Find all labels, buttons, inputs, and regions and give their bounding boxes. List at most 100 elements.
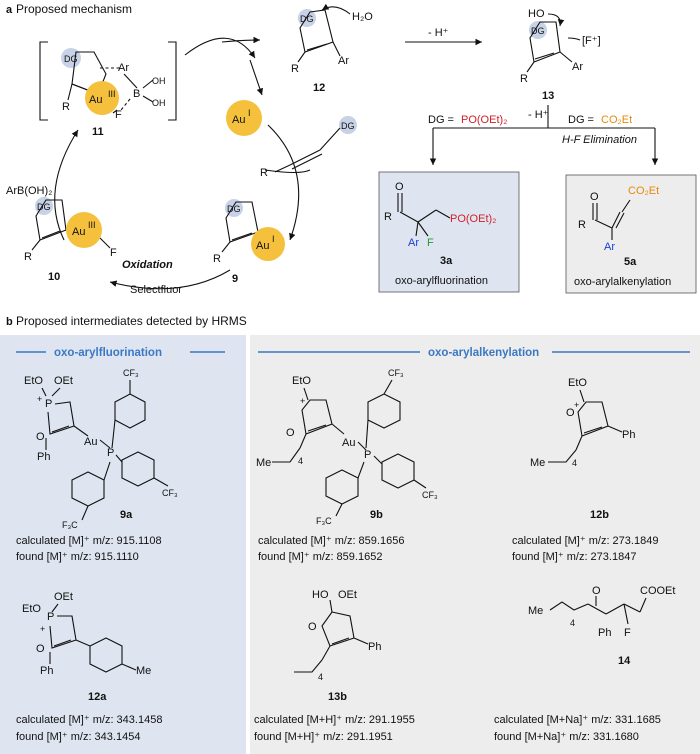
cycle-arrow-right	[267, 124, 300, 241]
svg-text:OEt: OEt	[54, 591, 73, 603]
product-box-3a: O R PO(OEt)₂ Ar F 3a oxo-arylfluorinatio…	[378, 171, 520, 293]
svg-text:10: 10	[48, 271, 60, 283]
svg-text:Ar: Ar	[118, 62, 129, 74]
svg-text:4: 4	[572, 458, 577, 468]
svg-text:+: +	[574, 400, 579, 410]
12a-found: found [M]⁺ m/z: 343.1454	[16, 731, 140, 743]
cycle-arrow-to-au	[249, 59, 263, 96]
svg-text:3a: 3a	[440, 255, 453, 267]
13b-found: found [M+H]⁺ m/z: 291.1951	[254, 731, 393, 743]
svg-text:Au: Au	[342, 437, 355, 449]
svg-text:4: 4	[570, 618, 575, 628]
arrow-alkyne-in	[264, 169, 311, 174]
svg-text:F: F	[427, 237, 434, 249]
right-panel-bg	[250, 335, 700, 754]
svg-text:III: III	[108, 89, 116, 99]
svg-text:DG: DG	[531, 26, 545, 36]
svg-text:I: I	[248, 108, 251, 118]
cycle-arrow-11-to-12	[184, 37, 256, 59]
product-box-5a: O R CO₂Et Ar 5a oxo-arylalkenylation	[565, 174, 697, 294]
svg-text:DG: DG	[37, 202, 51, 212]
right-header: oxo-arylalkenylation	[428, 347, 539, 359]
compound-13: HO DG Ar R [F⁺] 13	[520, 8, 601, 102]
svg-text:EtO: EtO	[22, 603, 41, 615]
svg-text:Au: Au	[232, 114, 245, 126]
svg-text:Au: Au	[72, 226, 85, 238]
compound-11: DG Au III R Ar B OH OH F 11	[39, 41, 177, 138]
9b-calc: calculated [M]⁺ m/z: 859.1656	[258, 535, 404, 547]
svg-text:13: 13	[542, 90, 554, 102]
svg-text:EtO: EtO	[568, 377, 587, 389]
compound-9b: EtO + O Au Me 4 P CF₃ CF₃ F₃C 9b	[256, 368, 438, 526]
left-panel-bg	[0, 335, 246, 754]
compound-9: DG Au I R 9	[213, 199, 285, 285]
svg-text:HO: HO	[312, 589, 329, 601]
svg-text:DG: DG	[341, 121, 355, 131]
compound-13b: HO OEt O Ph 4 13b	[294, 589, 381, 703]
svg-text:CO₂Et: CO₂Et	[628, 185, 659, 197]
svg-text:P: P	[107, 447, 114, 459]
svg-text:Ph: Ph	[37, 451, 50, 463]
svg-text:I: I	[272, 234, 275, 244]
svg-text:CF₃: CF₃	[388, 368, 404, 378]
compound-12b: EtO + O Ph Me 4 12b	[530, 377, 635, 521]
au-i-catalyst: Au I	[226, 100, 262, 136]
svg-text:R: R	[520, 73, 528, 85]
svg-text:R: R	[578, 219, 586, 231]
alkyne-substrate: DG R	[260, 116, 357, 179]
svg-text:Au: Au	[89, 94, 102, 106]
svg-text:F: F	[624, 627, 631, 639]
svg-text:O: O	[286, 427, 295, 439]
svg-text:4: 4	[318, 672, 323, 682]
svg-text:12b: 12b	[590, 509, 609, 521]
panel-a-label: a	[6, 4, 13, 16]
svg-text:Au: Au	[256, 240, 269, 252]
compound-12a: OEt EtO P + O Ph Me 12a	[22, 591, 151, 703]
svg-text:+: +	[300, 396, 305, 406]
svg-text:R: R	[24, 251, 32, 263]
hf-elimination-label: H-F Elimination	[562, 134, 637, 146]
svg-text:DG: DG	[64, 54, 78, 64]
svg-text:CF₃: CF₃	[123, 368, 139, 378]
oxidation-label: Oxidation	[122, 259, 173, 271]
arboh2-label: ArB(OH)₂	[6, 185, 52, 197]
dg-po-label: DG = PO(OEt)₂	[428, 114, 507, 126]
svg-text:B: B	[133, 88, 140, 100]
svg-text:Ph: Ph	[368, 641, 381, 653]
svg-text:Me: Me	[256, 457, 271, 469]
svg-text:Me: Me	[136, 665, 151, 677]
svg-text:DG =: DG =	[428, 114, 454, 126]
svg-text:O: O	[36, 643, 45, 655]
svg-text:Ar: Ar	[572, 61, 583, 73]
svg-text:EtO: EtO	[24, 375, 43, 387]
svg-text:R: R	[62, 101, 70, 113]
dg-co-label: DG = CO₂Et	[568, 114, 632, 126]
svg-text:COOEt: COOEt	[640, 585, 675, 597]
svg-text:oxo-arylfluorination: oxo-arylfluorination	[395, 275, 488, 287]
svg-text:9: 9	[232, 273, 238, 285]
svg-text:OH: OH	[152, 76, 166, 86]
svg-text:R: R	[213, 253, 221, 265]
svg-text:F₃C: F₃C	[316, 516, 332, 526]
svg-text:H₂O: H₂O	[352, 11, 373, 23]
svg-text:PO(OEt)₂: PO(OEt)₂	[450, 213, 496, 225]
svg-text:Ph: Ph	[622, 429, 635, 441]
svg-text:12a: 12a	[88, 691, 107, 703]
svg-text:O: O	[36, 431, 45, 443]
svg-text:Ar: Ar	[408, 237, 419, 249]
svg-text:O: O	[592, 585, 601, 597]
12b-calc: calculated [M]⁺ m/z: 273.1849	[512, 535, 658, 547]
svg-text:Me: Me	[530, 457, 545, 469]
compound-9a: EtO OEt P + O Au Ph P CF₃ CF₃ F₃C 9a	[24, 368, 178, 530]
svg-text:oxo-arylalkenylation: oxo-arylalkenylation	[574, 276, 671, 288]
arrow-to-12	[221, 36, 261, 44]
svg-text:OEt: OEt	[338, 589, 357, 601]
svg-text:O: O	[395, 181, 404, 193]
svg-text:CO₂Et: CO₂Et	[601, 114, 632, 126]
panel-b-label: b	[6, 316, 13, 328]
svg-text:O: O	[566, 407, 575, 419]
9b-found: found [M]⁺ m/z: 859.1652	[258, 551, 382, 563]
svg-text:III: III	[88, 220, 96, 230]
9a-calc: calculated [M]⁺ m/z: 915.1108	[16, 535, 162, 547]
12b-found: found [M]⁺ m/z: 273.1847	[512, 551, 636, 563]
